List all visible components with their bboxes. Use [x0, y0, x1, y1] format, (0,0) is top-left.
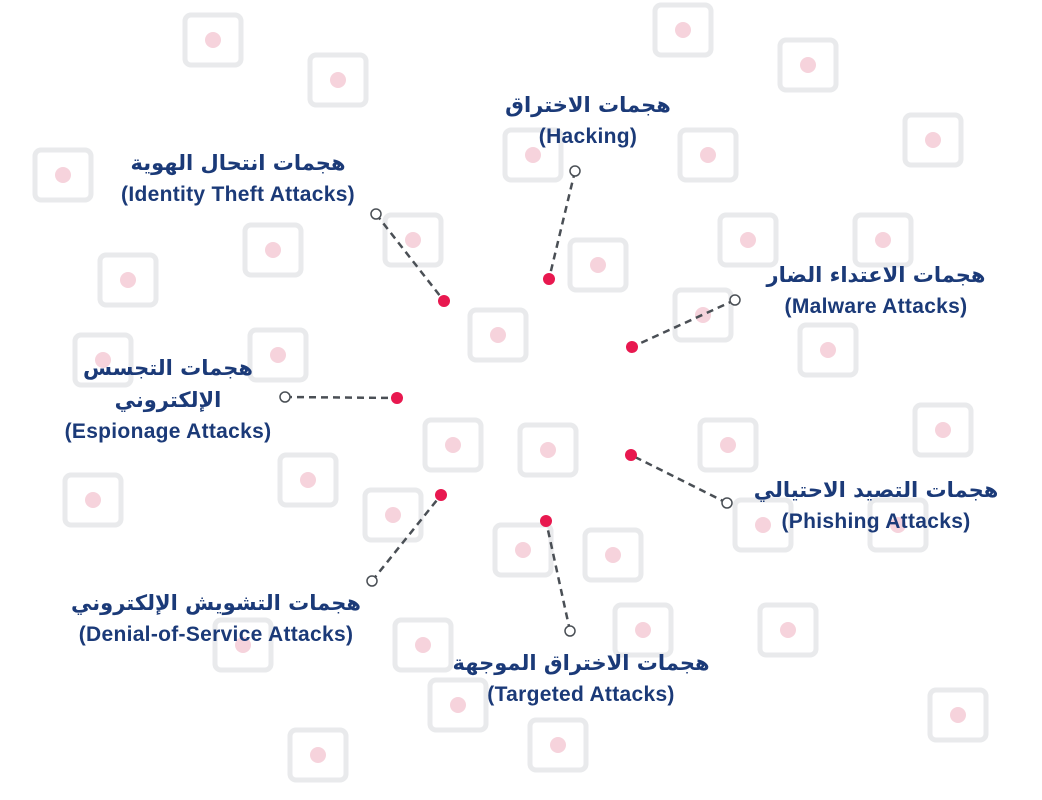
connector-phishing	[625, 449, 733, 509]
envelope-skull-icon	[677, 127, 739, 183]
red-dot-marker	[435, 489, 447, 501]
hollow-circle-marker	[564, 625, 576, 637]
hacker-icon	[62, 472, 124, 528]
hollow-circle-marker	[279, 391, 291, 403]
laptop-error-icon	[502, 127, 564, 183]
hollow-circle-marker	[729, 294, 741, 306]
label-arabic: هجمات الاعتداء الضار	[766, 263, 986, 287]
dashed-line	[631, 298, 736, 349]
label-english: (Denial-of-Service Attacks)	[78, 623, 354, 646]
label-english: (Espionage Attacks)	[64, 420, 272, 443]
label-malware: هجمات الاعتداء الضار (Malware Attacks)	[767, 259, 986, 323]
lock-document-icon	[777, 37, 839, 93]
hacker-icon	[287, 727, 349, 783]
label-arabic: هجمات التجسس	[83, 356, 253, 380]
label-hacking: هجمات الاختراق (Hacking)	[505, 89, 671, 153]
connector-malware	[626, 294, 741, 353]
private-document-icon	[912, 402, 974, 458]
keypad-card-icon	[382, 212, 444, 268]
red-dot-marker	[540, 515, 552, 527]
label-arabic: هجمات التصيد الاحتيالي	[753, 478, 999, 502]
bug-code-icon	[182, 12, 244, 68]
red-dot-marker	[391, 392, 403, 404]
envelope-skull-icon	[697, 417, 759, 473]
keypad-card-icon	[527, 717, 589, 773]
laptop-error-icon	[517, 422, 579, 478]
label-identity-theft: هجمات انتحال الهوية (Identity Theft Atta…	[121, 147, 355, 211]
hollow-circle-marker	[366, 575, 378, 587]
keypad-card-icon	[927, 687, 989, 743]
hacker-icon	[567, 237, 629, 293]
bug-code-icon	[672, 287, 734, 343]
dashed-line	[371, 494, 442, 582]
label-english: (Phishing Attacks)	[781, 510, 971, 533]
bug-code-icon	[652, 2, 714, 58]
keypad-card-icon	[422, 417, 484, 473]
lock-document-icon	[307, 52, 369, 108]
hacker-icon	[277, 452, 339, 508]
keypad-card-icon	[867, 497, 929, 553]
label-english: (Identity Theft Attacks)	[121, 183, 355, 206]
red-dot-marker	[625, 449, 637, 461]
label-denial-of-service: هجمات التشويش الإلكتروني (Denial-of-Serv…	[71, 587, 361, 651]
hacker-icon	[242, 222, 304, 278]
label-english: (Malware Attacks)	[784, 295, 968, 318]
label-arabic: هجمات الاختراق	[505, 93, 671, 117]
envelope-skull-icon	[247, 327, 309, 383]
private-document-icon	[467, 307, 529, 363]
label-arabic-line2: الإلكتروني	[114, 388, 222, 412]
connector-hacking	[543, 165, 581, 285]
dashed-line	[375, 213, 445, 302]
envelope-skull-icon	[392, 617, 454, 673]
connector-denial-of-service	[366, 489, 447, 587]
lock-document-icon	[797, 322, 859, 378]
label-arabic: هجمات انتحال الهوية	[130, 151, 346, 175]
hollow-circle-marker	[721, 497, 733, 509]
lock-document-icon	[492, 522, 554, 578]
hollow-circle-marker	[569, 165, 581, 177]
connector-targeted	[540, 515, 576, 637]
label-targeted: هجمات الاختراق الموجهة (Targeted Attacks…	[452, 647, 709, 711]
label-arabic: هجمات الاختراق الموجهة	[452, 651, 710, 675]
dashed-line	[284, 395, 398, 400]
id-card-icon	[732, 497, 794, 553]
private-document-icon	[902, 112, 964, 168]
red-dot-marker	[626, 341, 638, 353]
dashed-line	[630, 453, 728, 505]
laptop-error-icon	[72, 332, 134, 388]
dashed-line	[544, 520, 572, 632]
laptop-error-icon	[32, 147, 94, 203]
hacker-icon	[717, 212, 779, 268]
label-english: (Targeted Attacks)	[487, 683, 675, 706]
bug-code-icon	[362, 487, 424, 543]
label-espionage: هجمات التجسس الإلكتروني (Espionage Attac…	[65, 352, 272, 448]
red-dot-marker	[543, 273, 555, 285]
label-english: (Hacking)	[538, 125, 638, 148]
hollow-circle-marker	[370, 208, 382, 220]
label-arabic: هجمات التشويش الإلكتروني	[71, 591, 361, 615]
connector-espionage	[279, 391, 403, 404]
laptop-error-icon	[212, 617, 274, 673]
envelope-skull-icon	[757, 602, 819, 658]
private-document-icon	[612, 602, 674, 658]
hacker-icon	[582, 527, 644, 583]
dashed-line	[547, 170, 577, 280]
label-phishing: هجمات التصيد الاحتيالي (Phishing Attacks…	[754, 474, 999, 538]
hacker-icon	[97, 252, 159, 308]
connector-identity-theft	[370, 208, 450, 307]
red-dot-marker	[438, 295, 450, 307]
hacker-icon	[427, 677, 489, 733]
keypad-card-icon	[852, 212, 914, 268]
